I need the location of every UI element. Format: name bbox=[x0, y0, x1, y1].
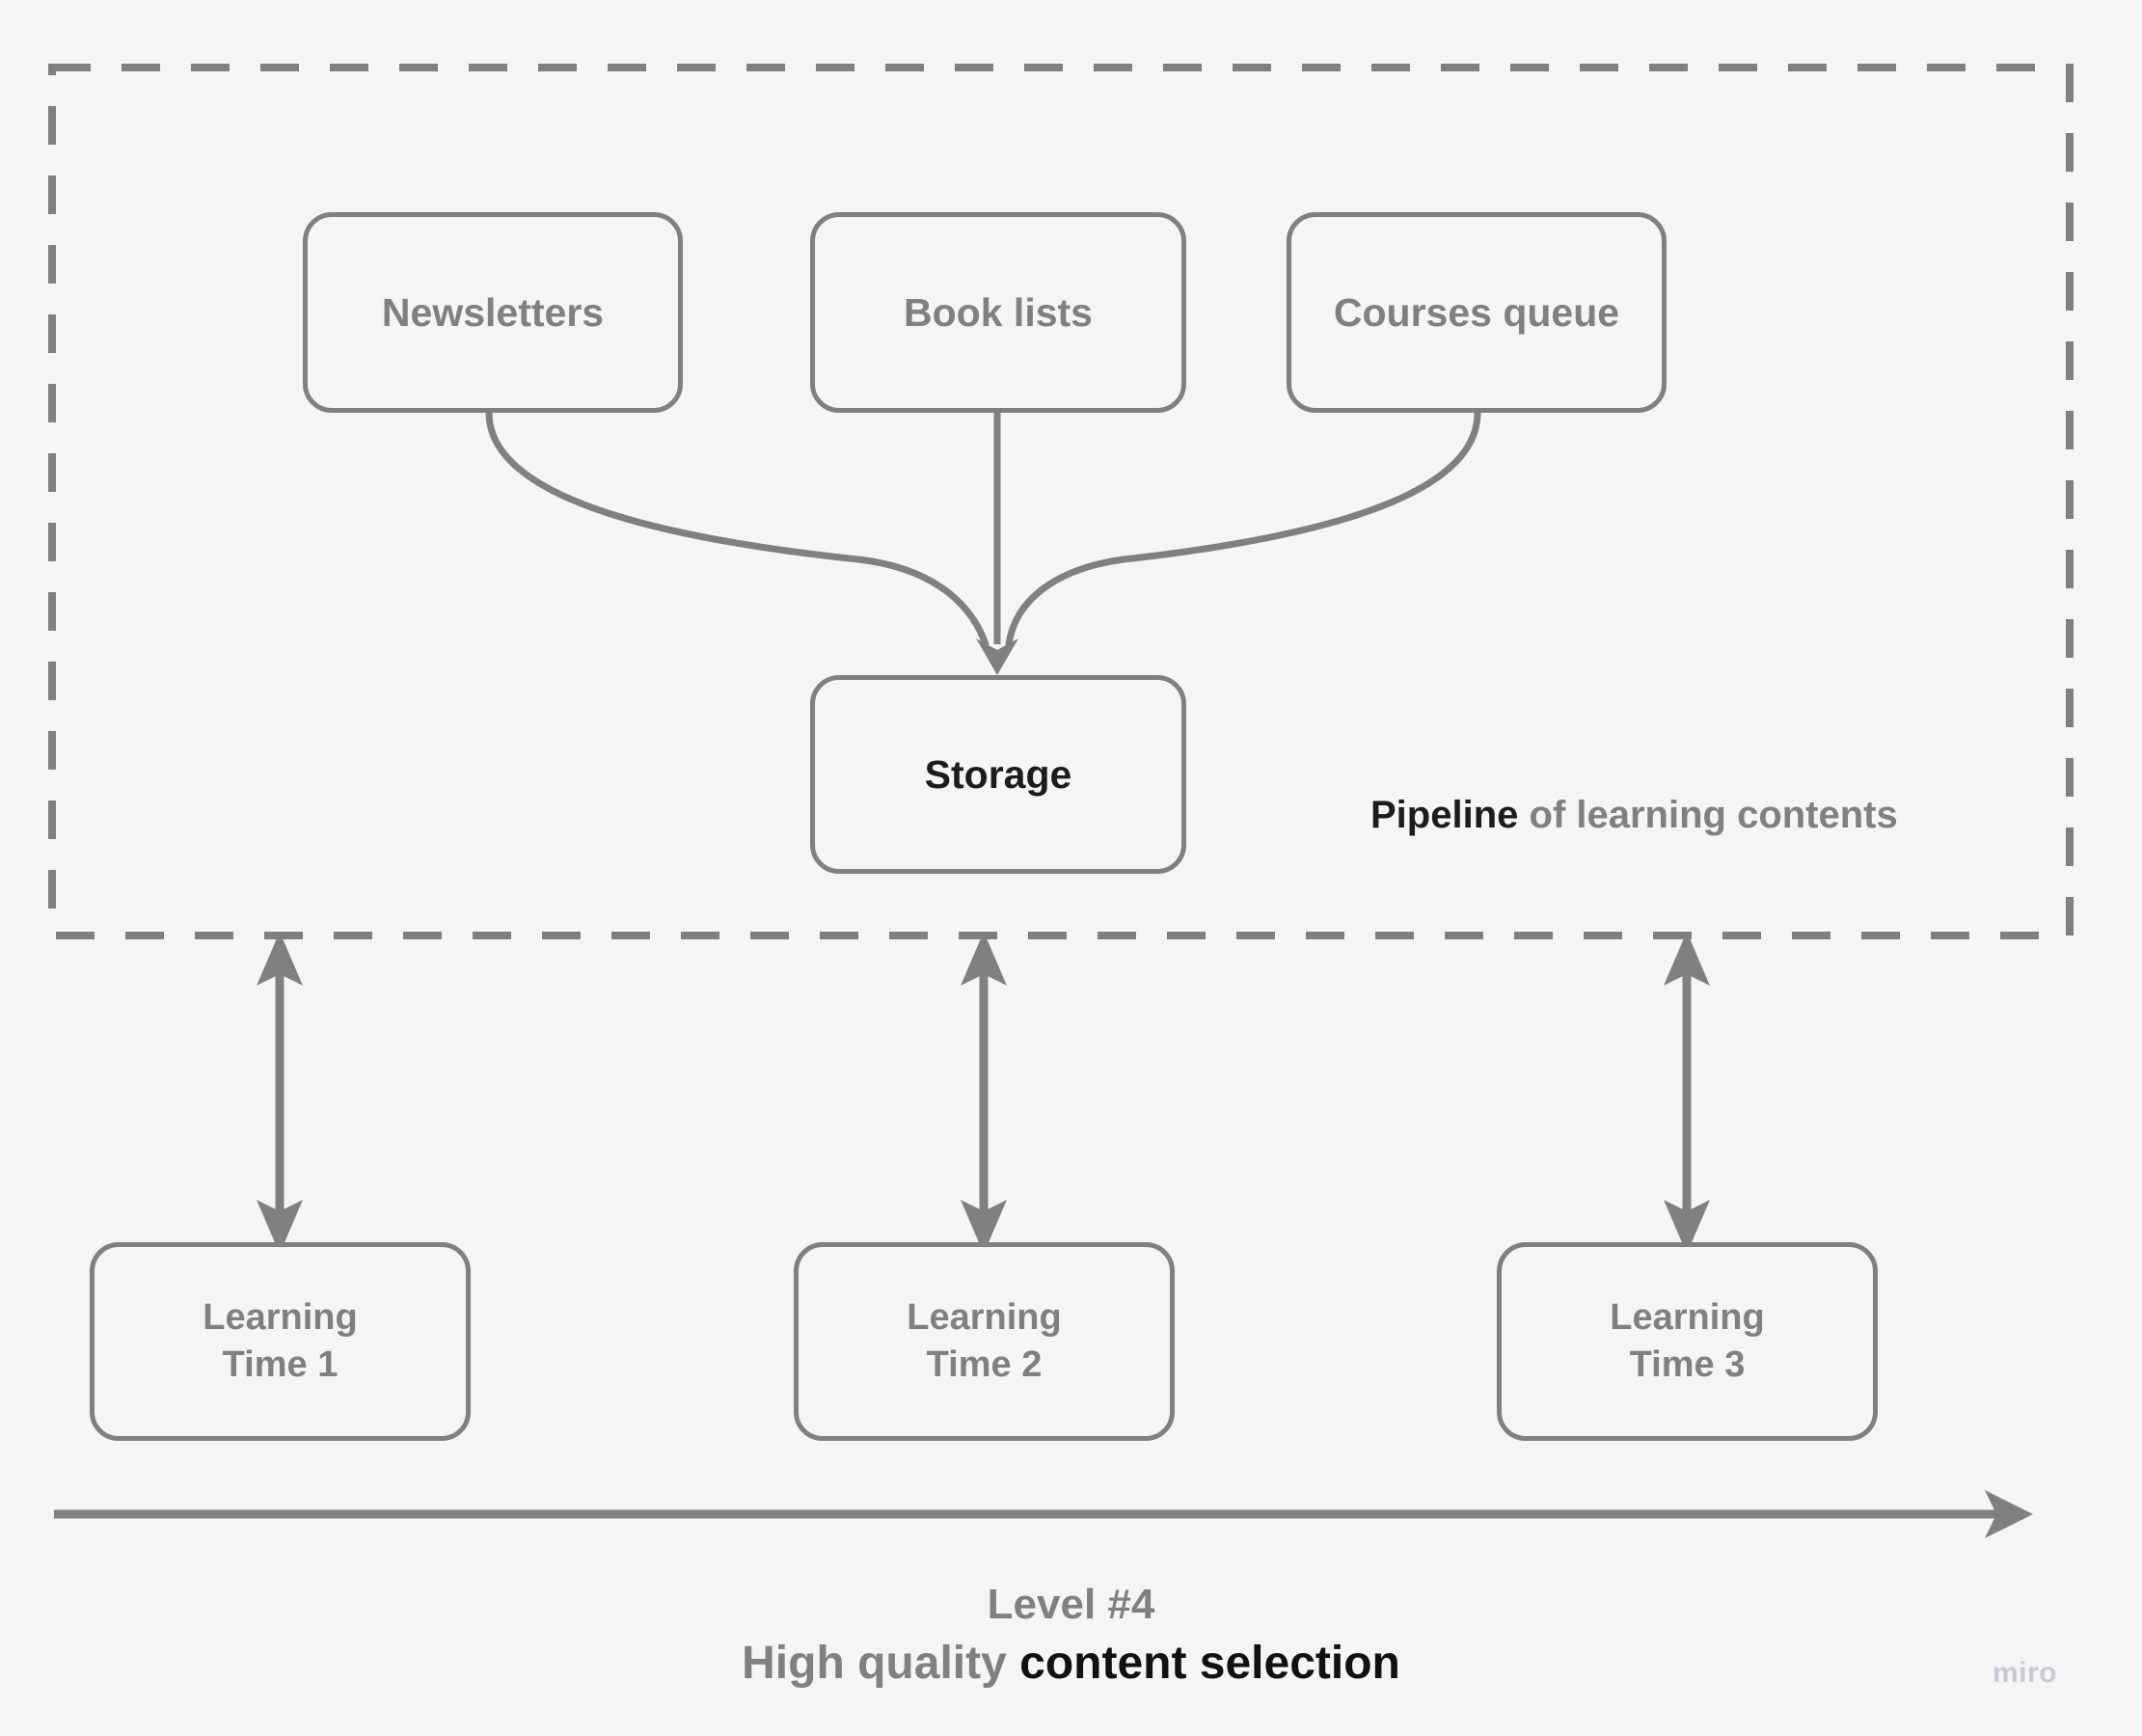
pipeline-group-border bbox=[48, 64, 2074, 939]
node-book-lists[interactable]: Book lists bbox=[810, 212, 1186, 413]
node-newsletters[interactable]: Newsletters bbox=[303, 212, 683, 413]
pipeline-group-label-rest: of learning contents bbox=[1518, 794, 1898, 836]
node-learning-time-3[interactable]: Learning Time 3 bbox=[1497, 1242, 1878, 1441]
edge-newsletters-to-storage bbox=[485, 409, 990, 648]
caption-subtitle-strong: content selection bbox=[1019, 1638, 1400, 1690]
storage-inbound-arrowhead bbox=[976, 638, 1018, 675]
edge-pipeline-to-lt3 bbox=[1664, 932, 1710, 1254]
node-storage-label: Storage bbox=[924, 751, 1072, 797]
pipeline-group-label: Pipeline of learning contents bbox=[1370, 794, 1898, 837]
caption-subtitle-line: High quality content selection bbox=[0, 1633, 2142, 1695]
node-learning-time-2[interactable]: Learning Time 2 bbox=[794, 1242, 1175, 1441]
edge-pipeline-to-lt1 bbox=[257, 932, 303, 1254]
node-learning-time-3-label: Learning Time 3 bbox=[1610, 1297, 1765, 1385]
node-courses-queue-label: Courses queue bbox=[1333, 289, 1620, 335]
edge-coursesqueue-to-storage bbox=[1005, 409, 1481, 648]
node-book-lists-label: Book lists bbox=[904, 289, 1093, 335]
timeline-axis-arrow bbox=[54, 1490, 2033, 1538]
node-courses-queue[interactable]: Courses queue bbox=[1287, 212, 1667, 413]
node-learning-time-1-label: Learning Time 1 bbox=[203, 1297, 358, 1385]
edge-pipeline-to-lt2 bbox=[961, 932, 1007, 1254]
caption-subtitle-gray: High quality bbox=[742, 1638, 1020, 1690]
node-learning-time-2-label: Learning Time 2 bbox=[907, 1297, 1062, 1385]
node-learning-time-1[interactable]: Learning Time 1 bbox=[90, 1242, 471, 1441]
miro-watermark: miro bbox=[1993, 1657, 2058, 1689]
pipeline-group-label-strong: Pipeline bbox=[1370, 794, 1519, 836]
node-storage[interactable]: Storage bbox=[810, 675, 1186, 874]
diagram-caption: Level #4 High quality content selection bbox=[0, 1576, 2142, 1695]
caption-level-line: Level #4 bbox=[987, 1581, 1155, 1628]
node-newsletters-label: Newsletters bbox=[381, 289, 605, 335]
